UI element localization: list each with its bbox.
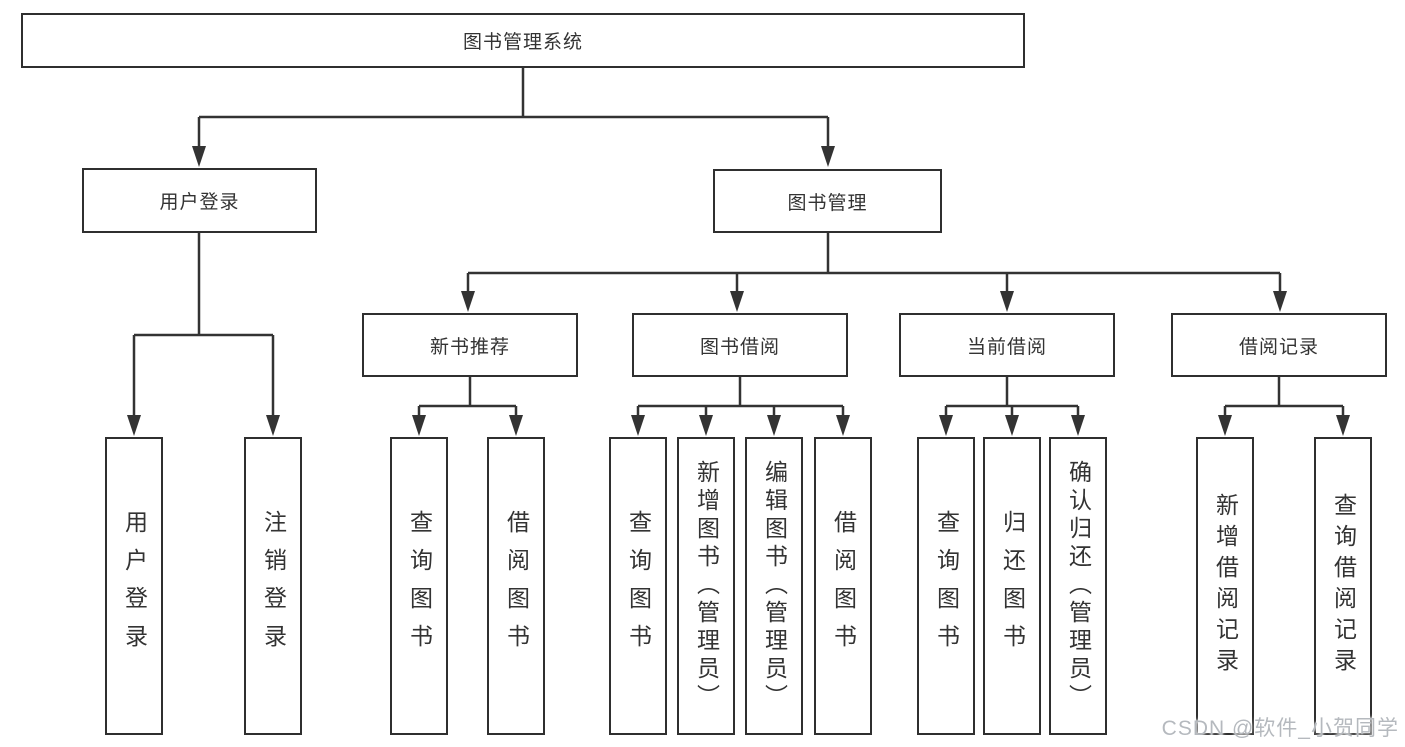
node-label: 图书管理系统 [462,32,583,53]
node-borrowing-records: 借阅记录 [1171,313,1387,377]
node-confirm-return-admin: 确认归还（管理员） [1049,437,1107,735]
node-query-books-recommend: 查询图书 [390,437,448,735]
node-label: 用户登录 [159,192,240,213]
node-current-borrowing: 当前借阅 [899,313,1115,377]
node-query-books-borrow: 查询图书 [609,437,667,735]
node-new-book-recommendation: 新书推荐 [362,313,578,377]
node-return-books: 归还图书 [983,437,1041,735]
node-label: 新书推荐 [429,336,510,358]
node-label: 查询图书 [406,510,433,662]
node-book-management: 图书管理 [713,169,942,233]
node-add-borrow-record: 新增借阅记录 [1196,437,1254,735]
node-label: 新增借阅记录 [1212,493,1239,679]
node-label: 新增图书（管理员） [693,460,720,712]
node-borrow-books-recommend: 借阅图书 [487,437,545,735]
node-book-borrowing: 图书借阅 [632,313,848,377]
node-label: 借阅图书 [503,510,530,662]
node-label: 借阅图书 [830,510,857,662]
csdn-watermark: CSDN @软件_小贺同学 [1161,717,1399,740]
node-edit-book-admin: 编辑图书（管理员） [745,437,803,735]
node-label: 注销登录 [260,510,287,662]
node-label: 编辑图书（管理员） [761,460,788,712]
node-user-login: 用户登录 [82,168,317,233]
node-label: 借阅记录 [1238,336,1319,358]
node-logout-action: 注销登录 [244,437,302,735]
node-user-login-action: 用户登录 [105,437,163,735]
node-label: 确认归还（管理员） [1065,460,1092,712]
node-label: 当前借阅 [966,336,1047,358]
node-query-borrow-record: 查询借阅记录 [1314,437,1372,735]
node-label: 图书管理 [787,192,868,214]
node-label: 归还图书 [999,510,1026,662]
node-label: 查询借阅记录 [1330,493,1357,679]
node-label: 图书借阅 [699,336,780,358]
node-label: 查询图书 [933,510,960,662]
node-add-book-admin: 新增图书（管理员） [677,437,735,735]
node-label: 用户登录 [121,510,148,662]
node-query-books-current: 查询图书 [917,437,975,735]
node-label: 查询图书 [625,510,652,662]
node-book-management-system: 图书管理系统 [21,13,1025,68]
node-borrow-books: 借阅图书 [814,437,872,735]
